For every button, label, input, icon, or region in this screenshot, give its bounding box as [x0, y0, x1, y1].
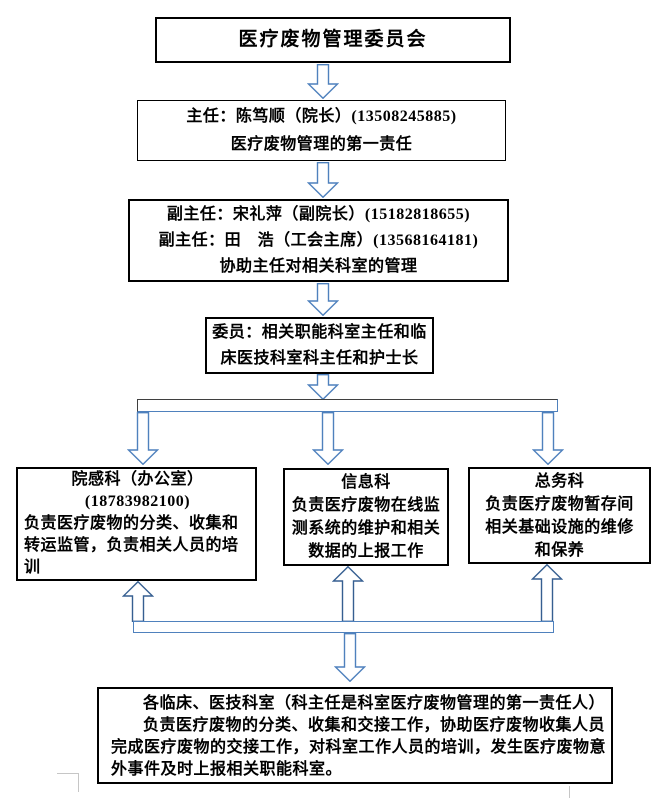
members-line: 委员：相关职能科室主任和临: [212, 323, 427, 341]
up-arrow-icon: [332, 566, 364, 622]
dept-infection-line: (18783982100): [84, 493, 191, 510]
node-dept-general-affairs: 总务科 负责医疗废物暂存间 相关基础设施的维修 和保养: [468, 467, 651, 564]
deputy-line: 副主任：田 浩（工会主席）(13568164181): [158, 231, 479, 249]
down-arrow-icon: [312, 412, 344, 465]
up-arrow-icon: [122, 581, 154, 622]
node-committee: 医疗废物管理委员会: [155, 17, 511, 63]
director-line: 主任：陈笃顺（院长）(13508245885): [186, 107, 457, 125]
up-arrow-icon: [531, 564, 563, 622]
committee-title: 医疗废物管理委员会: [238, 29, 428, 50]
deputy-line: 协助主任对相关科室的管理: [219, 257, 418, 275]
clinical-line: 外事件及时上报相关职能科室。: [111, 761, 343, 778]
clinical-line: 负责医疗废物的分类、收集和交接工作，协助医疗废物收集人员: [143, 717, 606, 734]
node-director: 主任：陈笃顺（院长）(13508245885) 医疗废物管理的第一责任: [137, 100, 506, 161]
down-arrow-icon: [307, 374, 339, 400]
dept-general-line: 负责医疗废物暂存间: [485, 495, 634, 513]
table-guide-tick-mark: [569, 786, 570, 798]
deputy-line: 副主任：宋礼萍（副院长）(15182818655): [166, 205, 471, 223]
dept-general-line: 相关基础设施的维修: [485, 518, 634, 536]
dept-infection-line: 负责医疗废物的分类、收集和: [24, 515, 239, 532]
node-clinical-departments: 各临床、医技科室（科主任是科室医疗废物管理的第一责任人） 负责医疗废物的分类、收…: [97, 687, 613, 784]
clinical-line: 各临床、医技科室（科主任是科室医疗废物管理的第一责任人）: [143, 695, 606, 712]
down-arrow-icon: [307, 64, 339, 99]
down-arrow-icon: [307, 162, 339, 198]
node-deputy-directors: 副主任：宋礼萍（副院长）(15182818655) 副主任：田 浩（工会主席）(…: [128, 199, 509, 282]
dept-information-line: 测系统的维护和相关: [291, 520, 441, 537]
dept-infection-line: 训: [24, 559, 41, 576]
dept-information-line: 数据的上报工作: [308, 543, 424, 560]
dept-information-line: 信息科: [341, 474, 391, 491]
dept-general-line: 总务科: [534, 472, 585, 490]
connector-bar-top: [137, 399, 558, 412]
node-members: 委员：相关职能科室主任和临 床医技科室科主任和护士长: [205, 317, 434, 374]
node-dept-information: 信息科 负责医疗废物在线监 测系统的维护和相关 数据的上报工作: [283, 468, 449, 566]
clinical-line: 完成医疗废物的交接工作，对科室工作人员的培训，发生医疗废物意: [111, 739, 607, 756]
dept-information-line: 负责医疗废物在线监: [291, 497, 441, 514]
dept-infection-line: 院感科（办公室）: [71, 471, 204, 488]
node-dept-infection-control: 院感科（办公室） (18783982100) 负责医疗废物的分类、收集和 转运监…: [16, 467, 257, 581]
members-line: 床医技科室科主任和护士长: [220, 349, 419, 367]
down-arrow-icon: [334, 633, 366, 682]
director-line: 医疗废物管理的第一责任: [230, 135, 413, 153]
dept-general-line: 和保养: [534, 541, 585, 559]
down-arrow-icon: [307, 283, 339, 316]
connector-bar-bottom: [133, 621, 554, 633]
down-arrow-icon: [127, 412, 159, 465]
dept-infection-line: 转运监管，负责相关人员的培: [24, 537, 239, 554]
table-guide-corner-mark: [57, 773, 79, 792]
down-arrow-icon: [532, 412, 564, 465]
